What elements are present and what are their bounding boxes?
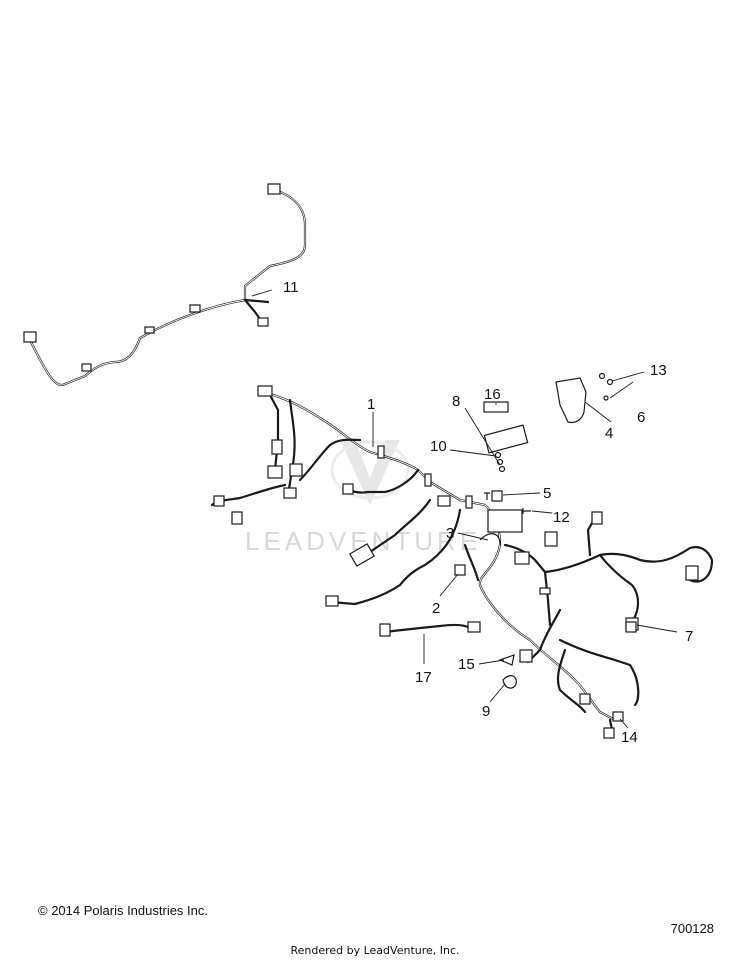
screw-part — [484, 492, 490, 500]
rendered-by-text: Rendered by LeadVenture, Inc. — [290, 944, 460, 957]
callout-11: 11 — [283, 279, 299, 296]
harness-connector — [271, 439, 283, 455]
fuse-box — [483, 401, 529, 533]
harness-connector — [544, 531, 558, 547]
harness-connector — [519, 649, 533, 663]
bracket-part-4 — [555, 377, 587, 424]
clip-part-2 — [454, 564, 466, 576]
callout-16: 16 — [484, 386, 501, 403]
callout-6: 6 — [637, 409, 645, 426]
harness-clip — [144, 326, 155, 334]
leader-lines — [251, 289, 678, 729]
harness-connector — [579, 693, 591, 705]
clip-part-14 — [612, 711, 624, 722]
fuse-part-10 — [494, 451, 502, 459]
harness-tie — [539, 587, 551, 595]
harness-connector — [257, 385, 273, 397]
screw-part-6 — [603, 395, 609, 401]
copyright-text: © 2014 Polaris Industries Inc. — [38, 903, 208, 918]
drawing-number: 700128 — [670, 921, 714, 936]
harness-connector — [342, 483, 354, 495]
harness-clip — [81, 363, 92, 372]
harness-connector — [514, 551, 530, 565]
fuse-label — [483, 401, 509, 413]
harness-connector — [289, 463, 303, 477]
harness-connector — [283, 487, 297, 499]
harness-tie — [424, 473, 432, 487]
clip-part-15 — [498, 654, 515, 666]
main-harness — [210, 385, 714, 739]
harness-tie — [377, 445, 385, 459]
callout-5: 5 — [543, 485, 551, 502]
callout-9: 9 — [482, 703, 490, 720]
harness-connector — [349, 543, 375, 567]
hardware — [379, 372, 637, 722]
callout-12: 12 — [553, 509, 570, 526]
callout-1: 1 — [367, 396, 375, 413]
sensor-part-7 — [625, 621, 637, 633]
callout-4: 4 — [605, 425, 613, 442]
callout-13: 13 — [650, 362, 667, 379]
relay-part-5 — [491, 490, 503, 502]
callout-10: 10 — [430, 438, 447, 455]
fuse-box-body — [487, 509, 523, 533]
harness-connector — [231, 511, 243, 525]
rear-harness-connector — [257, 317, 269, 327]
harness-connector — [267, 465, 283, 479]
fuse-box-cover — [483, 424, 529, 454]
callout-3: 3 — [446, 525, 454, 542]
harness-connector — [685, 565, 699, 581]
callouts: 1 2 3 4 5 6 7 8 9 10 11 12 13 14 15 16 1… — [283, 279, 693, 746]
callout-17: 17 — [415, 669, 432, 686]
nut-part-13 — [606, 378, 614, 386]
fuse-part-8 — [498, 465, 506, 473]
watermark-logo-icon — [330, 440, 410, 505]
callout-15: 15 — [458, 656, 475, 673]
rear-harness — [23, 183, 307, 387]
harness-connector — [213, 495, 225, 507]
screw-part-12 — [522, 508, 531, 514]
harness-connector — [603, 727, 615, 739]
grommet-part-9 — [502, 675, 517, 689]
harness-connector — [591, 511, 603, 525]
callout-7: 7 — [685, 628, 693, 645]
rear-harness-connector — [23, 331, 37, 343]
harness-connector — [437, 495, 451, 507]
harness-clip — [189, 304, 201, 313]
harness-connector-part-17 — [467, 621, 481, 633]
callout-8: 8 — [452, 393, 460, 410]
callout-2: 2 — [432, 600, 440, 617]
rear-harness-connector — [267, 183, 281, 195]
callout-14: 14 — [621, 729, 638, 746]
harness-connector — [325, 595, 339, 607]
harness-tie — [465, 495, 473, 509]
nut-part — [598, 372, 606, 380]
grommet-part-3 — [479, 533, 501, 546]
harness-connector-part-17 — [379, 623, 391, 637]
